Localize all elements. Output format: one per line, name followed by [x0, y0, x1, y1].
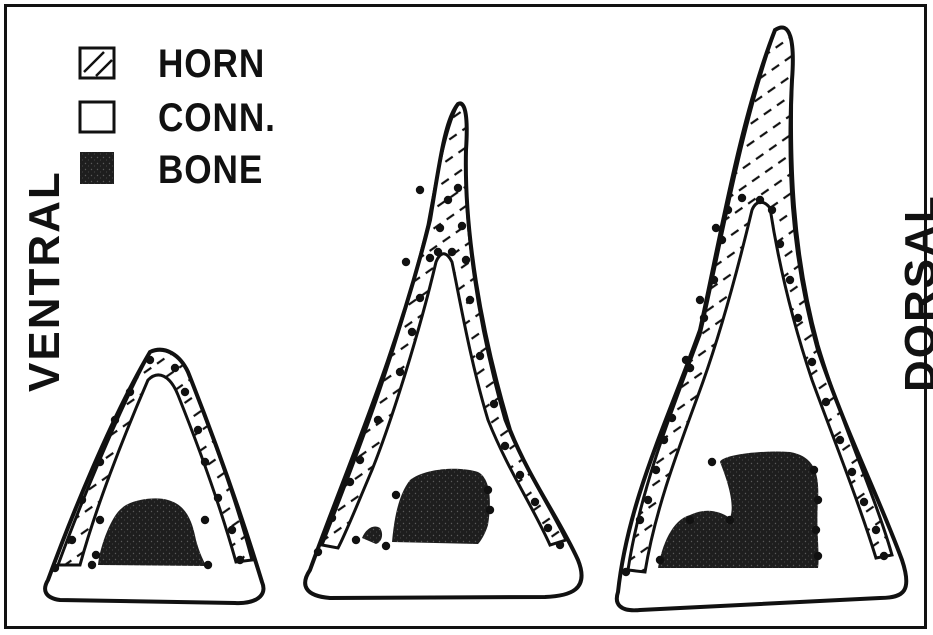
boundary-dot: [214, 494, 222, 502]
boundary-dot: [544, 524, 552, 532]
boundary-dot: [88, 561, 96, 569]
boundary-dot: [426, 254, 434, 262]
boundary-dot: [146, 356, 154, 364]
boundary-dot: [126, 388, 134, 396]
boundary-dot: [444, 196, 452, 204]
boundary-dot: [392, 491, 400, 499]
section-3: [617, 27, 907, 610]
boundary-dot: [668, 414, 676, 422]
boundary-dot: [836, 436, 844, 444]
boundary-dot: [531, 498, 539, 506]
boundary-dot: [738, 194, 746, 202]
boundary-dot: [236, 556, 244, 564]
boundary-dot: [466, 296, 474, 304]
boundary-dot: [656, 556, 664, 564]
boundary-dot: [402, 258, 410, 266]
boundary-dot: [794, 314, 802, 322]
boundary-dot: [556, 541, 564, 549]
boundary-dot: [708, 458, 716, 466]
boundary-dot: [462, 256, 470, 264]
boundary-dot: [700, 314, 708, 322]
dorsal-label: DORSAL: [896, 194, 933, 392]
boundary-dot: [194, 426, 202, 434]
legend-label-bone: BONE: [158, 148, 263, 193]
boundary-dot: [228, 526, 236, 534]
boundary-dot: [622, 568, 630, 576]
boundary-dot: [448, 248, 456, 256]
boundary-dot: [328, 514, 336, 522]
boundary-dot: [810, 466, 818, 474]
boundary-dot: [822, 398, 830, 406]
boundary-dot: [848, 468, 856, 476]
boundary-dot: [201, 516, 209, 524]
boundary-dot: [814, 552, 822, 560]
boundary-dot: [346, 478, 354, 486]
boundary-dot: [872, 526, 880, 534]
boundary-dot: [201, 458, 209, 466]
boundary-dot: [652, 466, 660, 474]
boundary-dot: [516, 471, 524, 479]
boundary-dot: [396, 368, 404, 376]
boundary-dot: [490, 400, 498, 408]
boundary-dot: [812, 526, 820, 534]
boundary-dot: [314, 548, 322, 556]
boundary-dot: [768, 206, 776, 214]
legend-swatch-conn: [80, 102, 114, 132]
boundary-dot: [416, 186, 424, 194]
boundary-dot: [382, 542, 390, 550]
boundary-dot: [68, 536, 76, 544]
legend-label-horn: HORN: [158, 42, 265, 87]
boundary-dot: [686, 516, 694, 524]
boundary-dot: [51, 564, 59, 572]
boundary-dot: [644, 496, 652, 504]
boundary-dot: [756, 196, 764, 204]
boundary-dot: [416, 294, 424, 302]
boundary-dot: [436, 224, 444, 232]
boundary-dot: [204, 561, 212, 569]
boundary-dot: [356, 456, 364, 464]
boundary-dot: [712, 224, 720, 232]
boundary-dot: [476, 352, 484, 360]
boundary-dot: [171, 364, 179, 372]
boundary-dot: [710, 276, 718, 284]
boundary-dot: [880, 552, 888, 560]
boundary-dot: [726, 516, 734, 524]
legend-swatch-horn: [80, 48, 114, 78]
section-1: [45, 350, 263, 603]
boundary-dot: [660, 436, 668, 444]
boundary-dot: [374, 416, 382, 424]
boundary-dot: [776, 240, 784, 248]
section-2: [305, 103, 581, 598]
boundary-dot: [718, 236, 726, 244]
boundary-dot: [434, 248, 442, 256]
boundary-dot: [808, 358, 816, 366]
boundary-dot: [408, 328, 416, 336]
boundary-dot: [96, 516, 104, 524]
boundary-dot: [501, 442, 509, 450]
boundary-dot: [78, 496, 86, 504]
boundary-dot: [682, 356, 690, 364]
boundary-dot: [486, 506, 494, 514]
boundary-dot: [696, 296, 704, 304]
boundary-dot: [484, 486, 492, 494]
boundary-dot: [454, 184, 462, 192]
boundary-dot: [724, 206, 732, 214]
boundary-dot: [92, 551, 100, 559]
boundary-dot: [636, 516, 644, 524]
legend-swatch-bone: [80, 152, 114, 184]
legend-label-conn: CONN.: [158, 96, 276, 141]
boundary-dot: [458, 222, 466, 230]
boundary-dot: [786, 276, 794, 284]
boundary-dot: [814, 496, 822, 504]
boundary-dot: [860, 498, 868, 506]
boundary-dot: [181, 388, 189, 396]
boundary-dot: [111, 416, 119, 424]
boundary-dot: [96, 458, 104, 466]
boundary-dot: [352, 536, 360, 544]
ventral-label: VENTRAL: [20, 170, 70, 392]
boundary-dot: [686, 364, 694, 372]
